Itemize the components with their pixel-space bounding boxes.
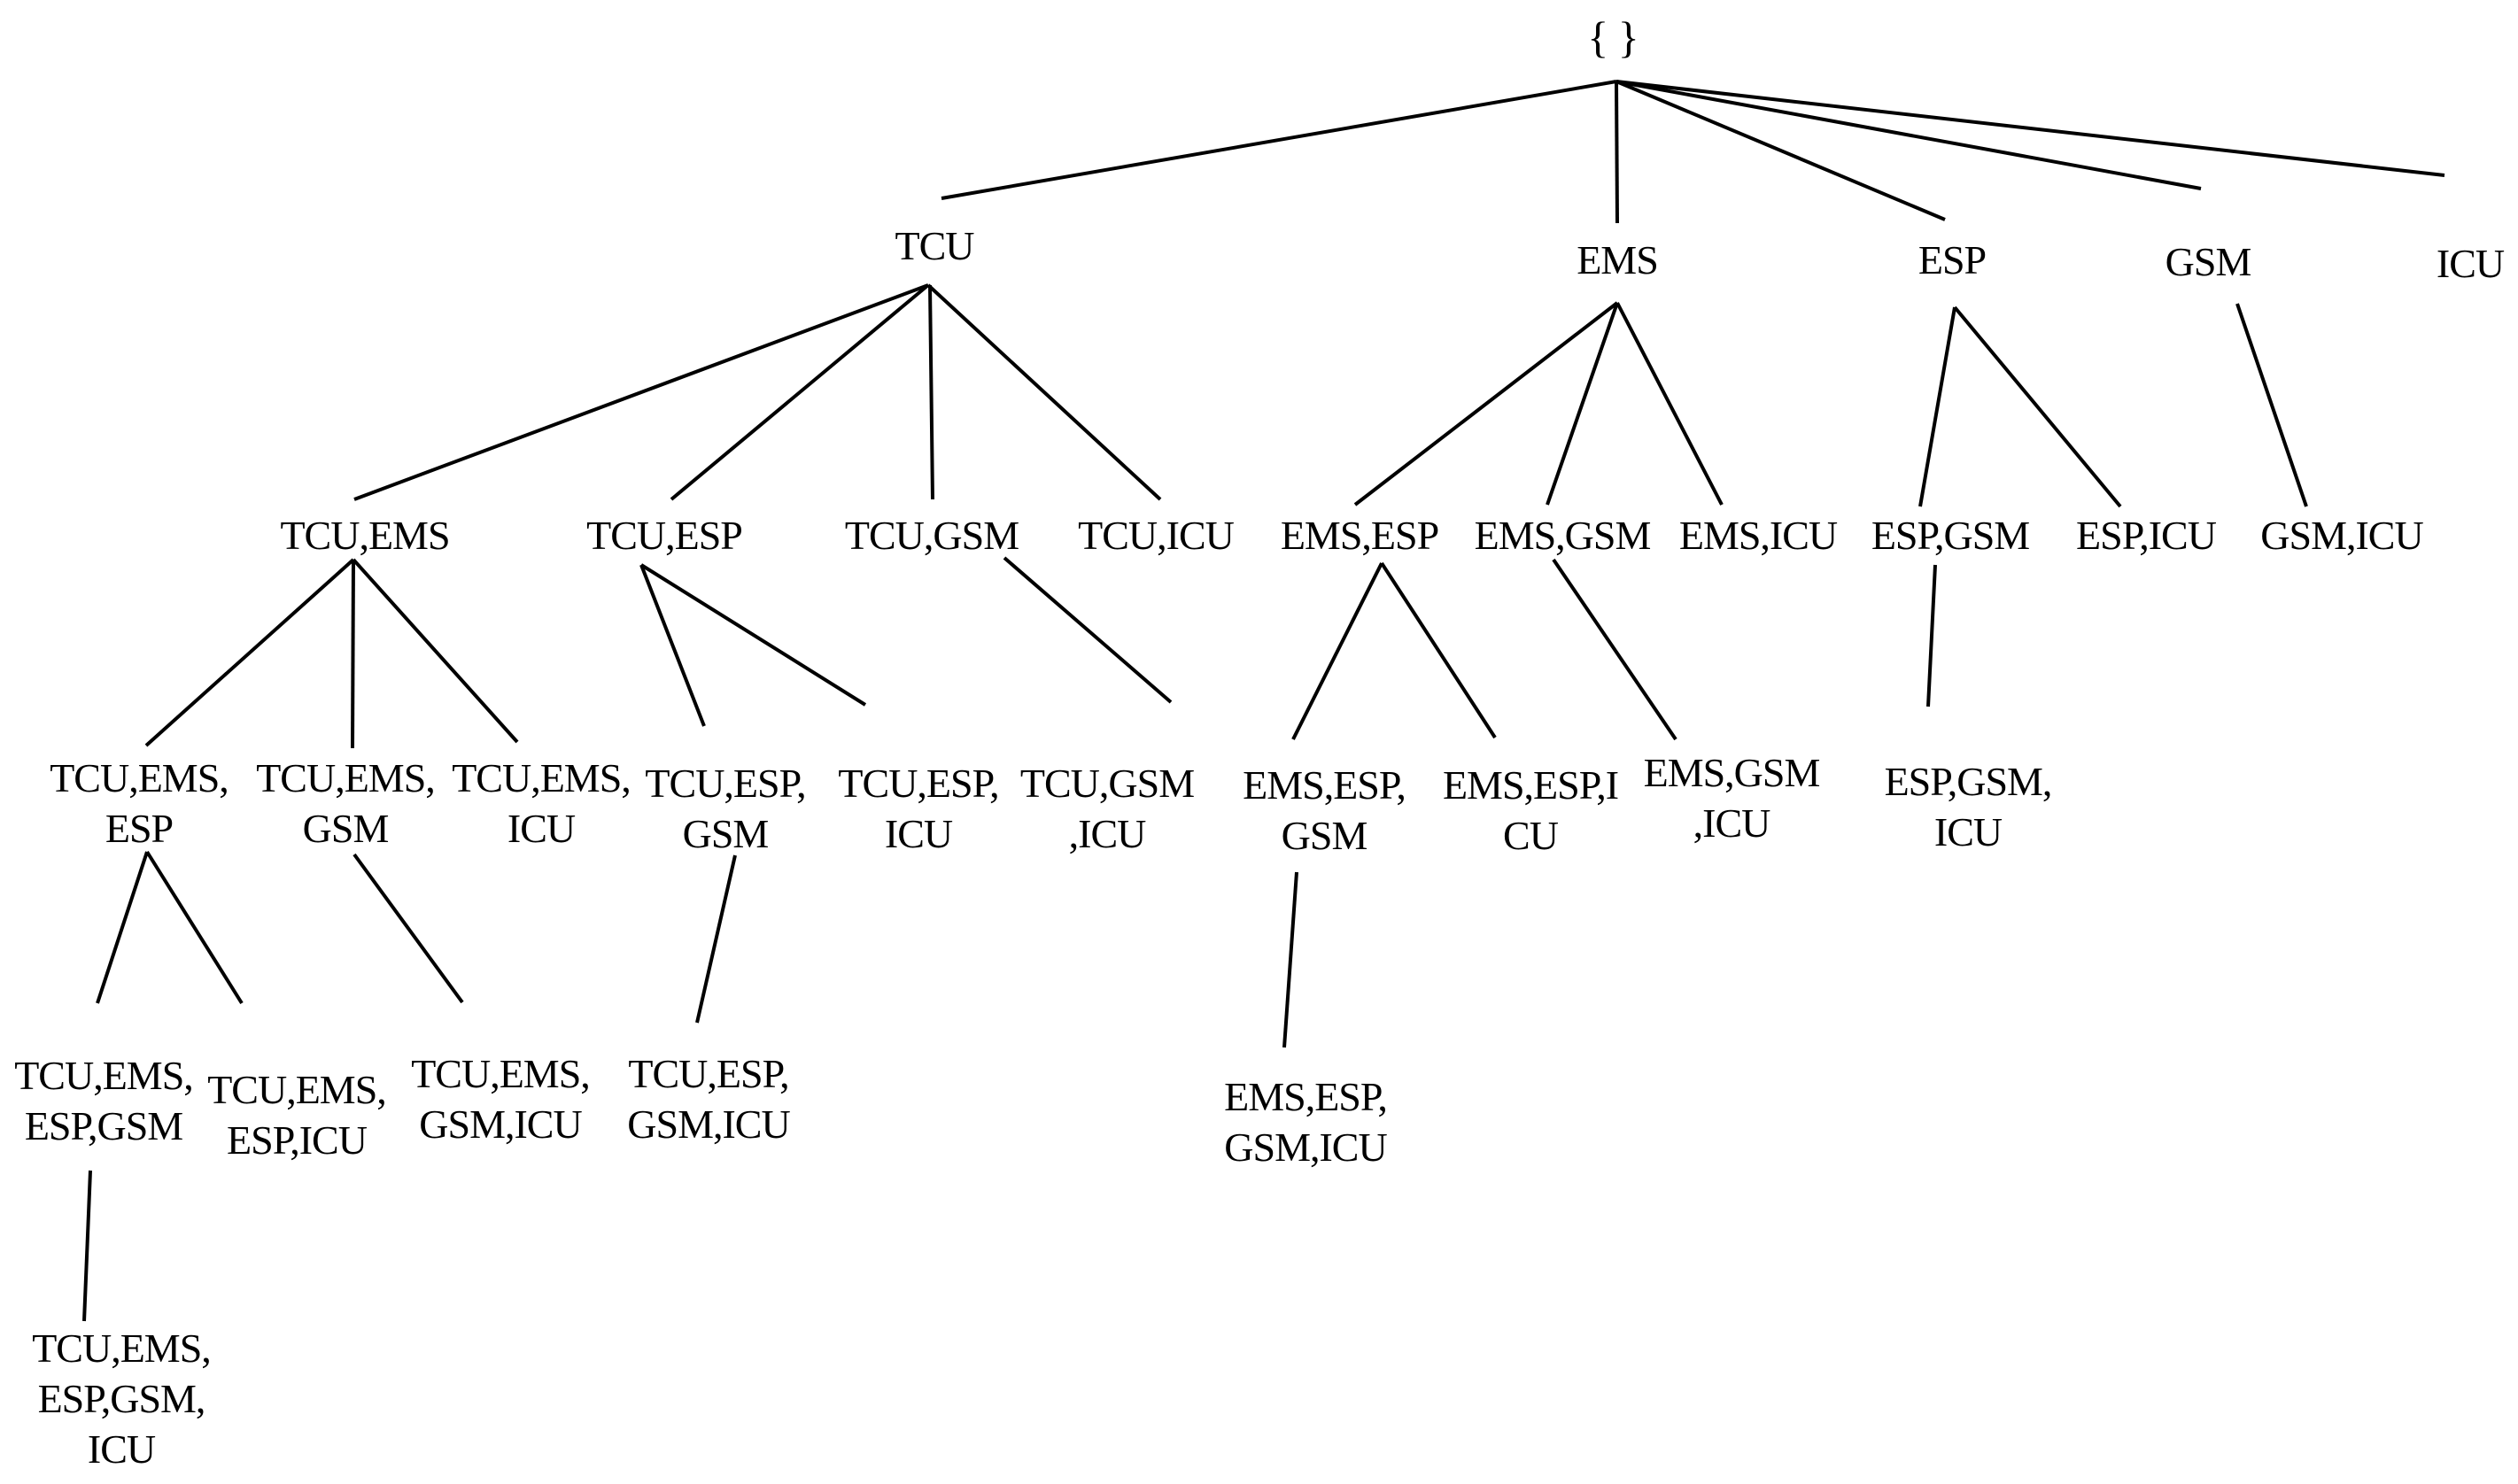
tree-edge-tcu-esp--tcu-esp-gsm [639,564,706,727]
tree-edge-tcu-ems--tcu-ems-esp [144,558,355,747]
tree-edge-tcu--tcu-icu [926,283,1162,501]
tree-node-tcu-gsm-icu: TCU,GSM ,ICU [1019,761,1195,856]
tree-node-ems-gsm-icu: EMS,GSM ,ICU [1643,750,1821,846]
tree-node-tcu-ems-esp: TCU,EMS, ESP [50,755,229,851]
tree-node-ems-icu: EMS,ICU [1678,513,1838,558]
tree-edge-tcu-esp-gsm--tcu-esp-gsm-icu [695,854,737,1024]
tree-node-tcu-esp-gsm: TCU,ESP, GSM [645,761,806,856]
tree-node-tcu-ems-icu: TCU,EMS, ICU [452,755,631,851]
tree-edge-root--gsm [1615,80,2202,190]
tree-edge-tcu-ems-esp-gsm--tcu-ems-esp-gsm-icu [82,1170,92,1322]
tree-edge-esp--esp-icu [1953,305,2122,508]
tree-node-tcu-ems-esp-gsm: TCU,EMS, ESP,GSM [14,1053,194,1148]
tree-edge-ems-esp-gsm--ems-esp-gsm-icu [1282,871,1298,1048]
tree-edge-ems-gsm--ems-gsm-icu [1552,558,1677,741]
tree-edge-gsm--gsm-icu [2235,303,2308,507]
tree-node-ems-esp-gsm: EMS,ESP, GSM [1243,762,1406,858]
tree-node-icu: ICU [2436,241,2505,286]
tree-edge-root--icu [1615,80,2445,177]
tree-node-ems: EMS [1577,237,1659,282]
tree-node-tcu-ems-gsm: TCU,EMS, GSM [256,755,436,851]
tree-node-esp-gsm: ESP,GSM [1871,513,2030,558]
tree-edge-root--esp [1615,80,1946,221]
tree-node-ems-esp: EMS,ESP [1280,513,1439,558]
tree-edge-tcu--tcu-esp [670,283,930,501]
tree-edge-tcu-ems-esp--tcu-ems-esp-gsm [96,851,149,1004]
tree-edge-ems--ems-gsm [1546,302,1619,506]
tree-node-tcu-esp: TCU,ESP [586,513,743,558]
tree-edge-tcu-gsm--tcu-gsm-icu [1003,556,1173,704]
tree-edge-ems-esp--ems-esp-icu [1380,561,1497,739]
tree-node-esp-gsm-icu: ESP,GSM, ICU [1884,759,2053,854]
tree-node-tcu-ems: TCU,EMS [280,513,450,558]
tree-node-ems-esp-gsm-icu: EMS,ESP, GSM,ICU [1224,1074,1388,1170]
tree-edge-tcu-ems--tcu-ems-icu [352,558,519,744]
tree-node-ems-esp-icu: EMS,ESP,I CU [1442,762,1619,858]
tree-node-tcu-esp-icu: TCU,ESP, ICU [838,761,999,856]
tree-edge-ems--ems-esp [1353,301,1619,506]
tree-node-gsm: GSM [2165,239,2252,284]
tree-edge-ems--ems-icu [1615,302,1724,506]
tree-edge-esp--esp-gsm [1918,306,1956,507]
tree-node-esp: ESP [1918,237,1987,282]
tree-edge-esp-gsm--esp-gsm-icu [1926,564,1937,707]
tree-node-tcu: TCU [895,223,975,268]
tree-node-tcu-ems-esp-gsm-icu: TCU,EMS, ESP,GSM, ICU [32,1326,212,1472]
tree-node-tcu-ems-esp-icu: TCU,EMS, ESP,ICU [207,1067,387,1163]
tree-edge-tcu-ems-esp--tcu-ems-esp-icu [145,850,244,1005]
tree-node-tcu-icu: TCU,ICU [1078,513,1235,558]
tree-node-tcu-esp-gsm-icu: TCU,ESP, GSM,ICU [627,1051,790,1147]
tree-node-ems-gsm: EMS,GSM [1474,513,1652,558]
tree-edge-tcu-ems-gsm--tcu-ems-gsm-icu [353,853,464,1004]
tree-node-root: { } [1587,12,1639,62]
tree-edge-tcu--tcu-ems [353,283,929,501]
tree-node-tcu-gsm: TCU,GSM [844,513,1019,558]
tree-node-tcu-ems-gsm-icu: TCU,EMS, GSM,ICU [411,1051,591,1147]
tree-edge-root--ems [1615,81,1619,224]
tree-edge-tcu--tcu-gsm [928,284,934,500]
tree-node-gsm-icu: GSM,ICU [2260,513,2423,558]
tree-node-esp-icu: ESP,ICU [2076,513,2217,558]
tree-edge-tcu-esp--tcu-esp-icu [639,563,867,707]
tree-edge-root--tcu [941,80,1617,200]
tree-edge-ems-esp--ems-esp-gsm [1291,562,1383,740]
